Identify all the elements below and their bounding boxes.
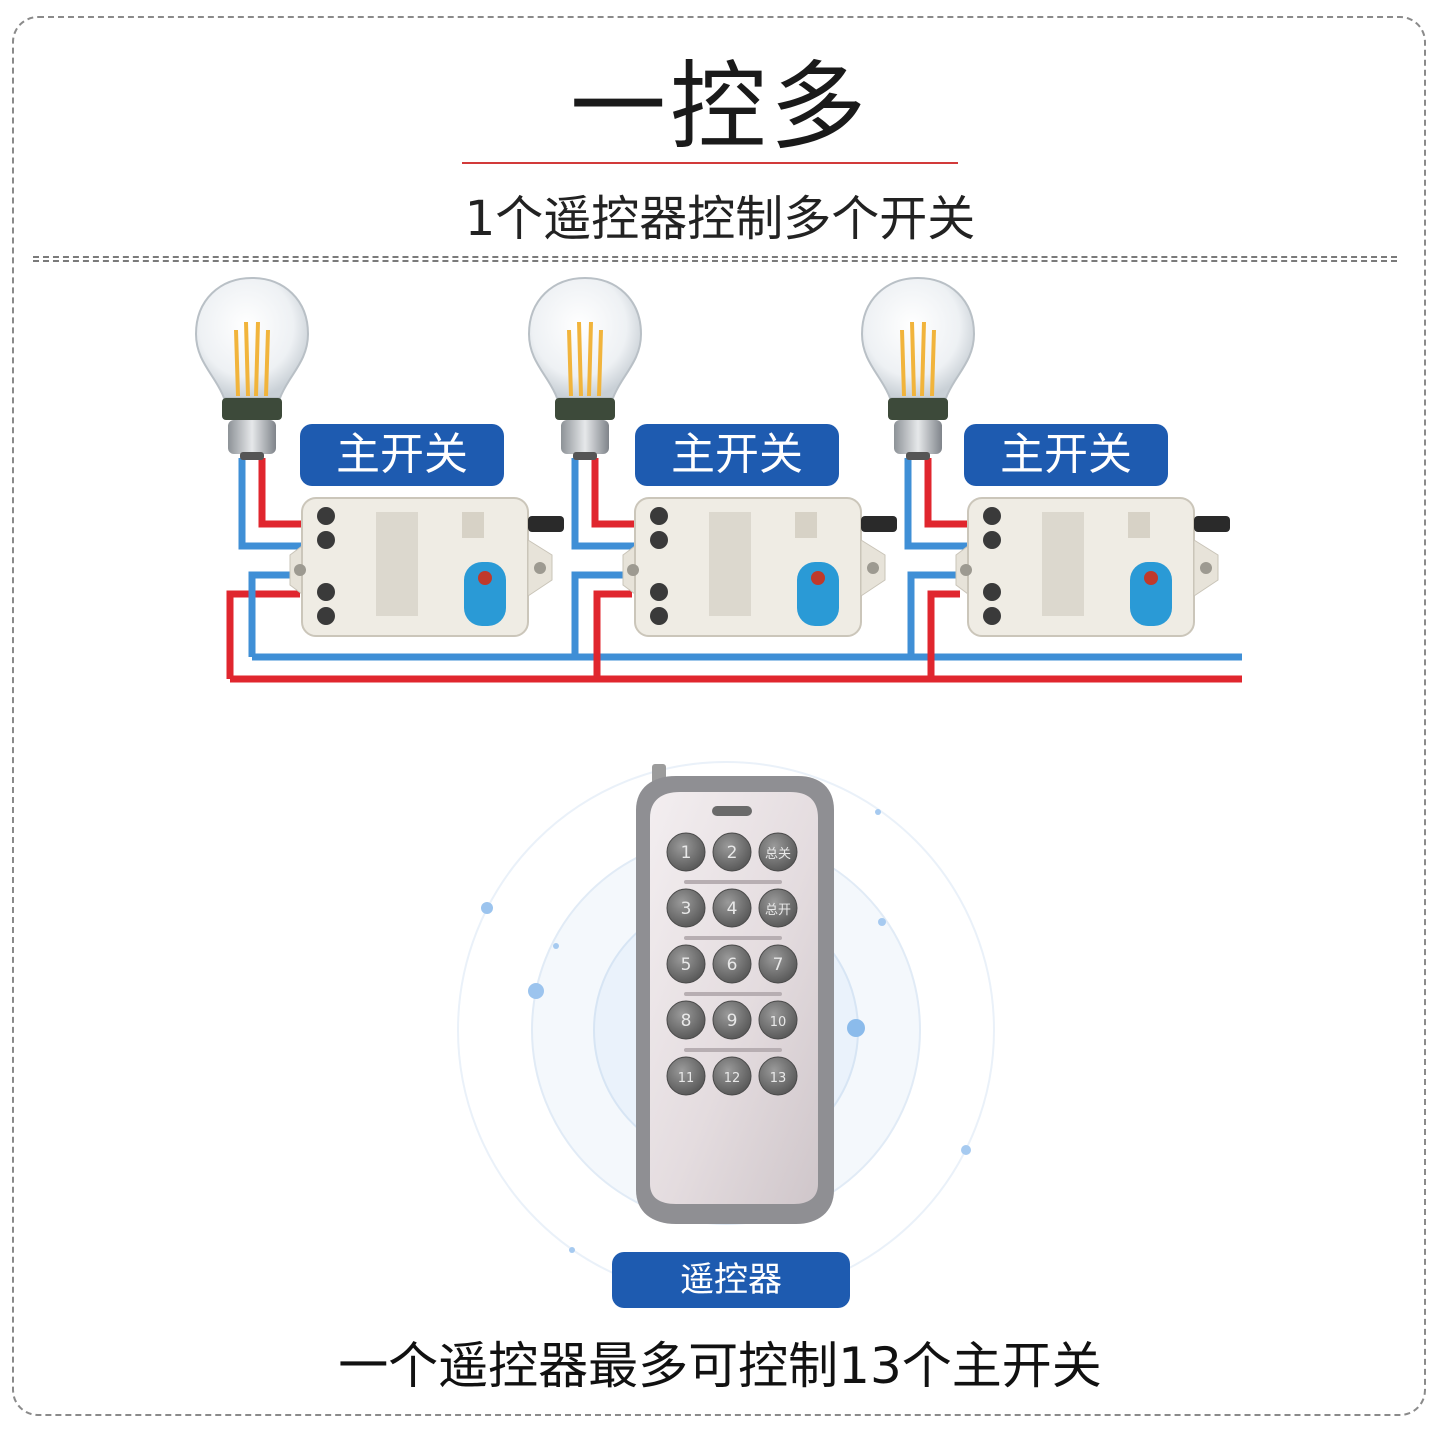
remote-button-4[interactable]: 4 [712, 888, 752, 928]
switch-unit-3 [860, 276, 1230, 637]
remote-button-11[interactable]: 11 [666, 1056, 706, 1096]
remote-button-2[interactable]: 2 [712, 832, 752, 872]
remote-button-总开[interactable]: 总开 [758, 888, 798, 928]
remote-button-label: 13 [770, 1071, 787, 1086]
remote-button-label: 9 [727, 1011, 738, 1031]
title-underline [462, 162, 958, 164]
page-title: 一控多 [570, 51, 870, 163]
remote-button-label: 总关 [765, 847, 791, 862]
switch-module [955, 497, 1230, 637]
remote-button-label: 7 [773, 955, 784, 975]
remote-row-divider [684, 1048, 782, 1052]
remote-button-label: 1 [681, 843, 692, 863]
remote-button-label: 2 [727, 843, 738, 863]
remote-button-12[interactable]: 12 [712, 1056, 752, 1096]
main-switch-label-1: 主开关 [300, 424, 504, 486]
main-switch-label-3: 主开关 [964, 424, 1168, 486]
remote-button-8[interactable]: 8 [666, 1000, 706, 1040]
remote-button-label: 6 [727, 955, 738, 975]
remote-button-9[interactable]: 9 [712, 1000, 752, 1040]
remote-button-13[interactable]: 13 [758, 1056, 798, 1096]
remote-label: 遥控器 [612, 1252, 850, 1308]
remote-button-label: 10 [770, 1015, 787, 1030]
remote-button-label: 11 [678, 1071, 695, 1086]
remote-button-1[interactable]: 1 [666, 832, 706, 872]
page-frame [12, 16, 1426, 1416]
section-divider [33, 256, 1397, 262]
light-bulb-icon [527, 276, 643, 460]
switch-unit-1 [194, 276, 564, 637]
remote-button-label: 5 [681, 955, 692, 975]
footer-caption: 一个遥控器最多可控制13个主开关 [338, 1337, 1102, 1395]
remote-row-divider [684, 880, 782, 884]
remote-button-7[interactable]: 7 [758, 944, 798, 984]
remote-button-label: 3 [681, 899, 692, 919]
remote-button-总关[interactable]: 总关 [758, 832, 798, 872]
main-wires [226, 571, 1242, 683]
light-bulb-icon [860, 276, 976, 460]
switch-module [289, 497, 564, 637]
remote-row-divider [684, 992, 782, 996]
remote-button-10[interactable]: 10 [758, 1000, 798, 1040]
remote-button-label: 8 [681, 1011, 692, 1031]
remote-row-divider [684, 936, 782, 940]
remote-button-6[interactable]: 6 [712, 944, 752, 984]
page-subtitle: 1个遥控器控制多个开关 [464, 191, 976, 247]
switch-unit-2 [527, 276, 897, 637]
remote-button-label: 4 [727, 899, 738, 919]
remote-button-label: 12 [724, 1071, 741, 1086]
main-switch-label-2: 主开关 [635, 424, 839, 486]
light-bulb-icon [194, 276, 310, 460]
remote-button-label: 总开 [765, 903, 791, 918]
remote-button-5[interactable]: 5 [666, 944, 706, 984]
switch-module [622, 497, 897, 637]
remote-button-3[interactable]: 3 [666, 888, 706, 928]
